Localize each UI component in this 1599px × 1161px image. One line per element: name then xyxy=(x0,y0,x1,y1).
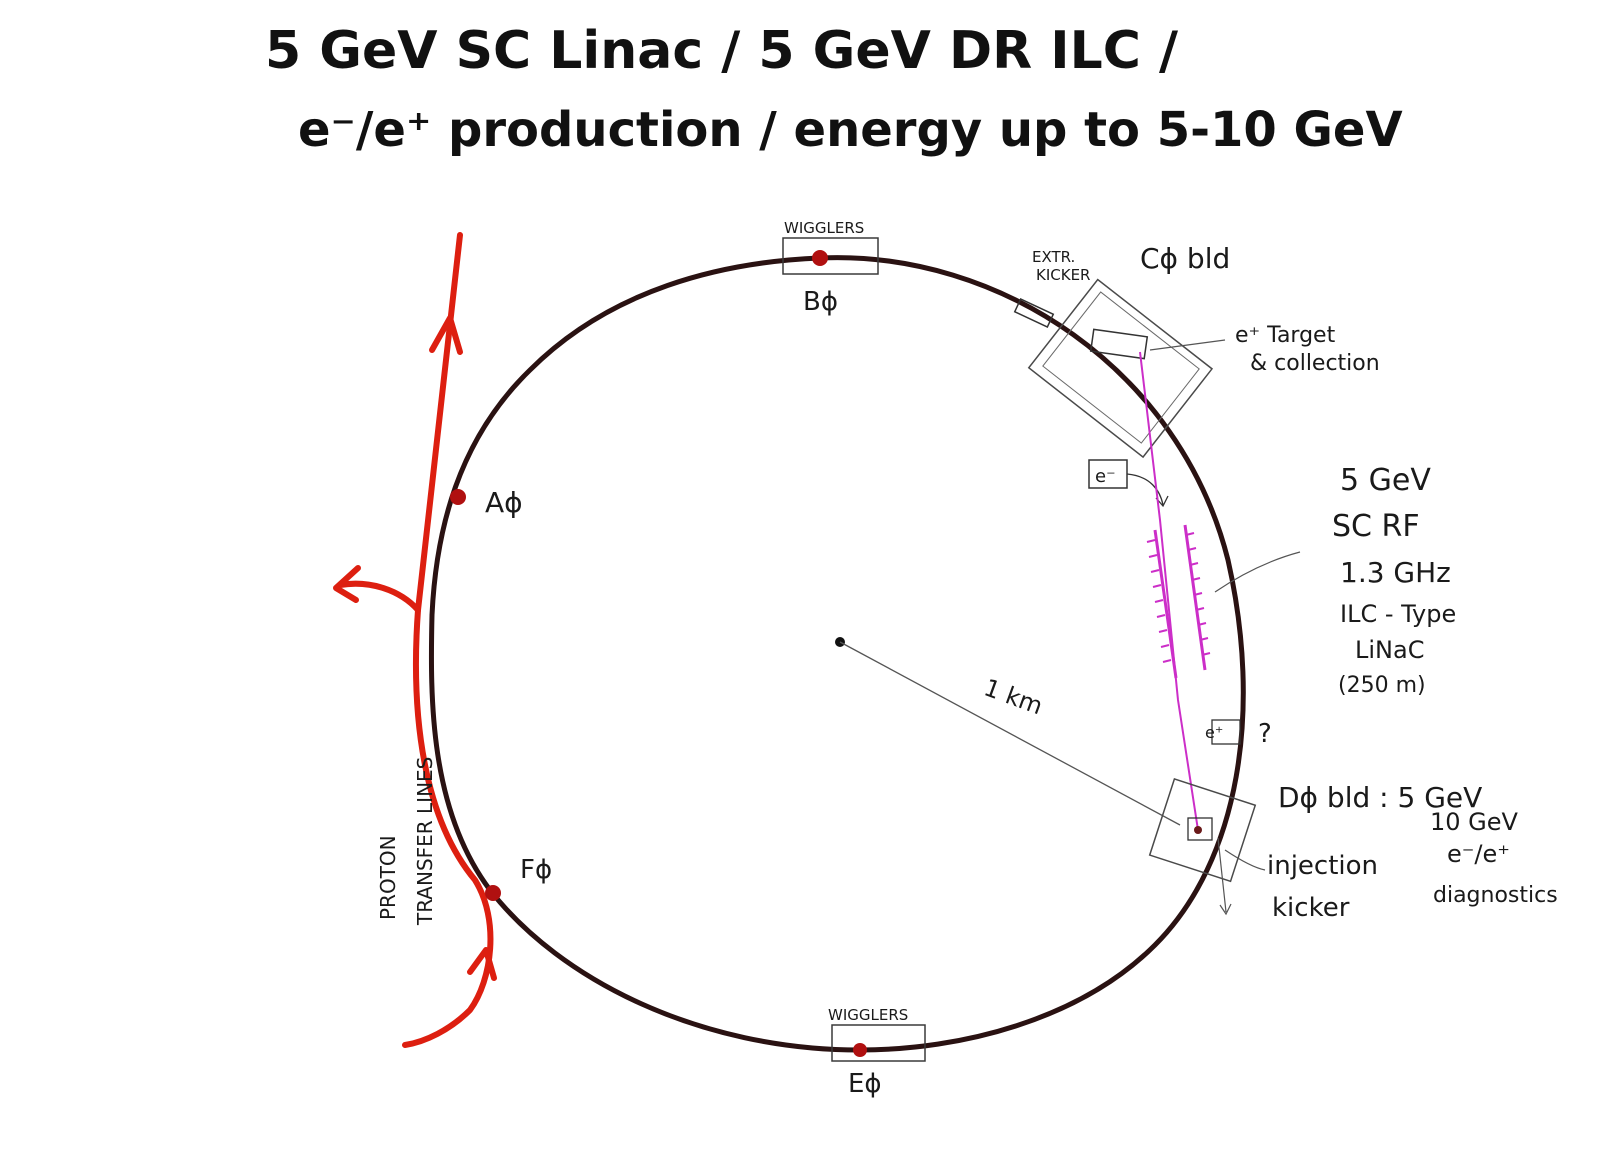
wiggler-box-top xyxy=(782,237,879,275)
label-c0-bld: Cϕ bld xyxy=(1140,242,1230,275)
title-line-1: 5 GeV SC Linac / 5 GeV DR ILC / xyxy=(265,21,1178,81)
label-radius: 1 km xyxy=(980,674,1046,721)
linac-cryomodule-right xyxy=(1183,524,1207,671)
dot-a0 xyxy=(450,489,466,505)
target-box xyxy=(1089,328,1149,360)
label-d0-4: diagnostics xyxy=(1433,883,1558,908)
injection-point xyxy=(1194,826,1202,834)
proton-line-upper xyxy=(415,232,463,613)
label-target-1: e⁺ Target xyxy=(1235,323,1336,348)
extraction-kicker-box xyxy=(1013,298,1055,328)
radius-line xyxy=(839,641,1181,826)
linac-cryomodule-left xyxy=(1153,529,1178,679)
c0-building xyxy=(1027,278,1214,459)
label-e-plus: e⁺ xyxy=(1205,723,1223,742)
arrow-left xyxy=(333,565,361,603)
d0-building xyxy=(1148,778,1257,883)
target-leader-line xyxy=(1149,339,1226,351)
e-plus-box xyxy=(1211,719,1241,745)
label-d0-3: e⁻/e⁺ xyxy=(1447,840,1510,868)
title-line-2: e⁻/e⁺ production / energy up to 5-10 GeV xyxy=(298,102,1403,158)
dot-f0 xyxy=(485,885,501,901)
label-question: ? xyxy=(1258,719,1272,749)
label-target-2: & collection xyxy=(1250,351,1380,376)
dot-e0 xyxy=(853,1043,867,1057)
label-d0-1: Dϕ bld : 5 GeV xyxy=(1278,781,1482,814)
label-extr-kicker-2: KICKER xyxy=(1036,266,1090,284)
label-e-minus: e⁻ xyxy=(1095,466,1116,487)
label-d0-2: 10 GeV xyxy=(1430,808,1519,836)
c0-building-inner xyxy=(1042,291,1200,444)
damping-ring xyxy=(428,255,1246,1053)
proton-line-branch xyxy=(337,580,421,613)
injection-leader-line xyxy=(1217,837,1266,916)
label-proton-2: TRANSFER LINES xyxy=(413,757,437,926)
sc-linac xyxy=(1139,351,1211,831)
label-wigglers-top: WIGGLERS xyxy=(784,219,864,237)
e-minus-arrow xyxy=(1126,473,1169,508)
label-b0: Bϕ xyxy=(803,287,838,317)
label-wigglers-bottom: WIGGLERS xyxy=(828,1006,908,1024)
injection-kicker-box xyxy=(1187,817,1213,841)
wiggler-box-bottom xyxy=(831,1024,926,1062)
arrow-up xyxy=(429,315,463,355)
linac-cavities-right xyxy=(1185,532,1211,656)
linac-cavities-left xyxy=(1146,539,1172,663)
label-linac-4: ILC - Type xyxy=(1340,600,1456,628)
proton-transfer-lines xyxy=(333,232,497,1048)
dot-b0 xyxy=(812,250,828,266)
label-f0: Fϕ xyxy=(520,855,552,885)
label-extr-kicker-1: EXTR. xyxy=(1032,248,1075,266)
proton-line-ring-side xyxy=(402,607,494,1048)
label-linac-2: SC RF xyxy=(1332,509,1420,544)
label-linac-3: 1.3 GHz xyxy=(1340,556,1451,589)
arrow-lower xyxy=(467,947,497,981)
label-linac-6: (250 m) xyxy=(1338,673,1426,698)
label-injection-2: kicker xyxy=(1272,893,1350,923)
label-injection-1: injection xyxy=(1267,851,1378,881)
linac-leader-line xyxy=(1214,551,1301,593)
label-e0: Eϕ xyxy=(848,1069,882,1099)
linac-beam-line xyxy=(1139,351,1199,831)
label-a0: Aϕ xyxy=(485,486,523,519)
label-proton-1: PROTON xyxy=(376,835,400,920)
label-linac-5: LiNaC xyxy=(1355,636,1424,664)
label-linac-1: 5 GeV xyxy=(1340,463,1431,498)
